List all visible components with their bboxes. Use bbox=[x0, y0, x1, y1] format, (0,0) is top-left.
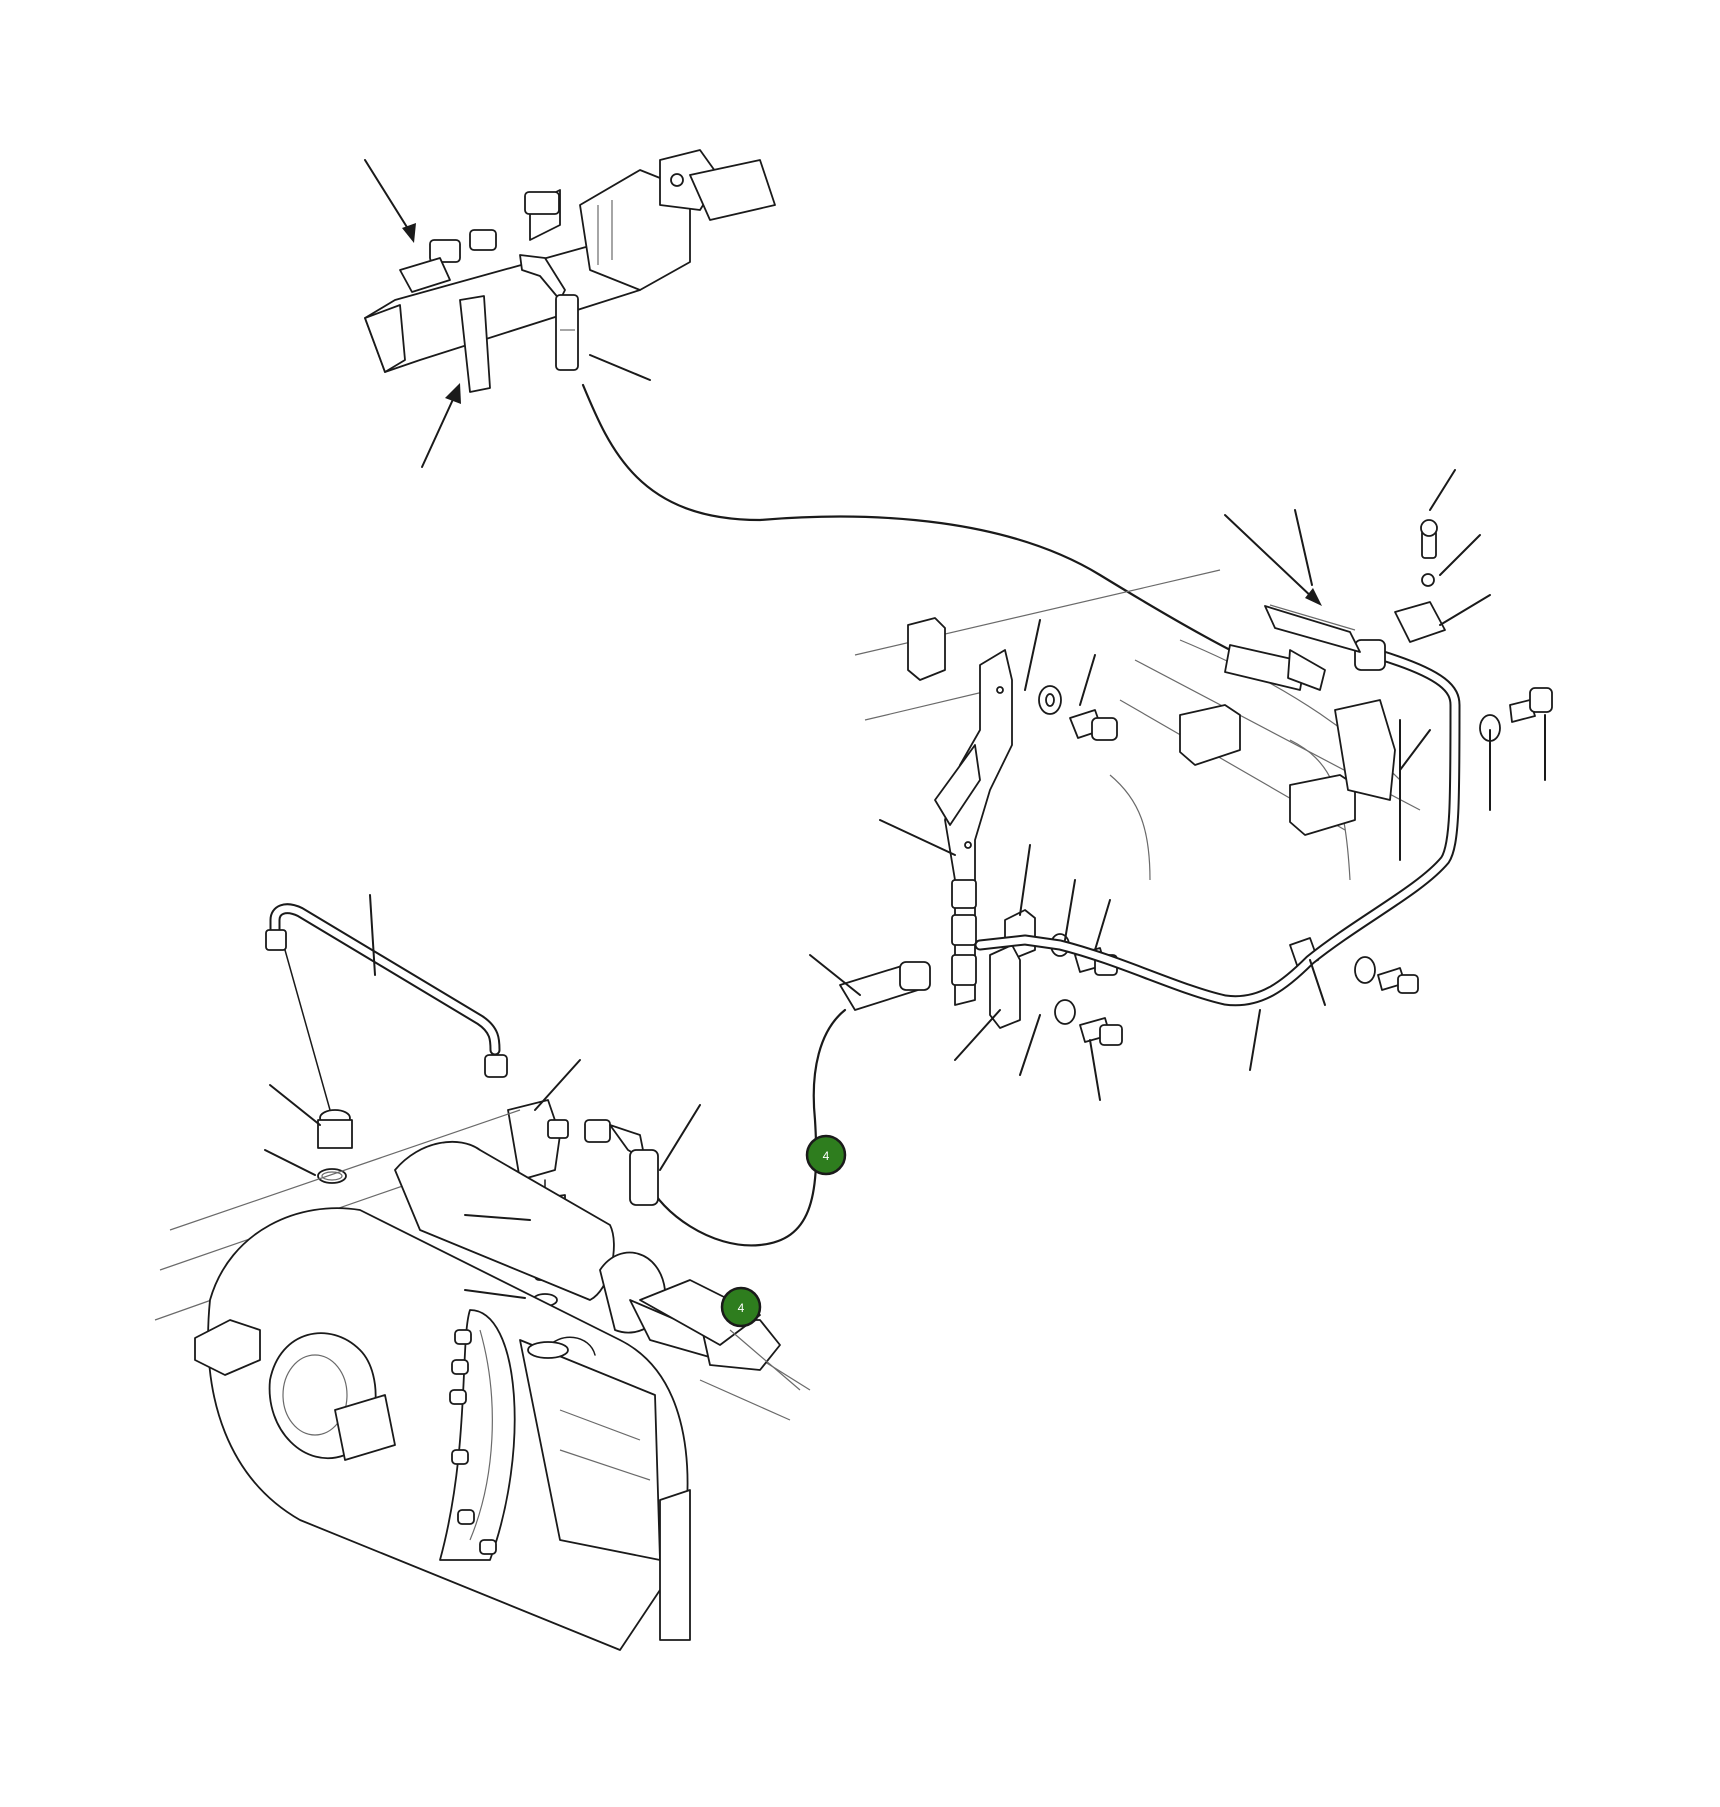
left-rigid-pipe bbox=[265, 903, 508, 1078]
callout-label: 4 bbox=[823, 1149, 830, 1163]
rigid-brake-pipe bbox=[974, 649, 1461, 1007]
callout-4-upper: 4 bbox=[805, 1134, 847, 1176]
mounting-bracket bbox=[934, 649, 1013, 1006]
mounting-blocks bbox=[907, 617, 1356, 836]
callout-label: 4 bbox=[738, 1301, 745, 1315]
center-union-and-hose bbox=[648, 961, 931, 1247]
master-cylinder-assembly bbox=[364, 149, 776, 393]
top-arrows bbox=[364, 159, 651, 468]
bolt-ring bbox=[449, 1329, 497, 1555]
union-fitting bbox=[1224, 604, 1386, 691]
callout-4-lower: 4 bbox=[720, 1286, 762, 1328]
brake-hose-long bbox=[581, 383, 1242, 657]
tee-fitting bbox=[507, 1099, 659, 1206]
leader-lines bbox=[264, 469, 1546, 1299]
frame-section bbox=[854, 569, 1421, 881]
upper-hose-fitting bbox=[519, 254, 579, 371]
pipe-clips bbox=[989, 601, 1446, 1029]
axle-housing bbox=[154, 1109, 811, 1651]
pinion-shaft bbox=[639, 1279, 801, 1391]
washers-and-bolts bbox=[1038, 519, 1553, 1046]
